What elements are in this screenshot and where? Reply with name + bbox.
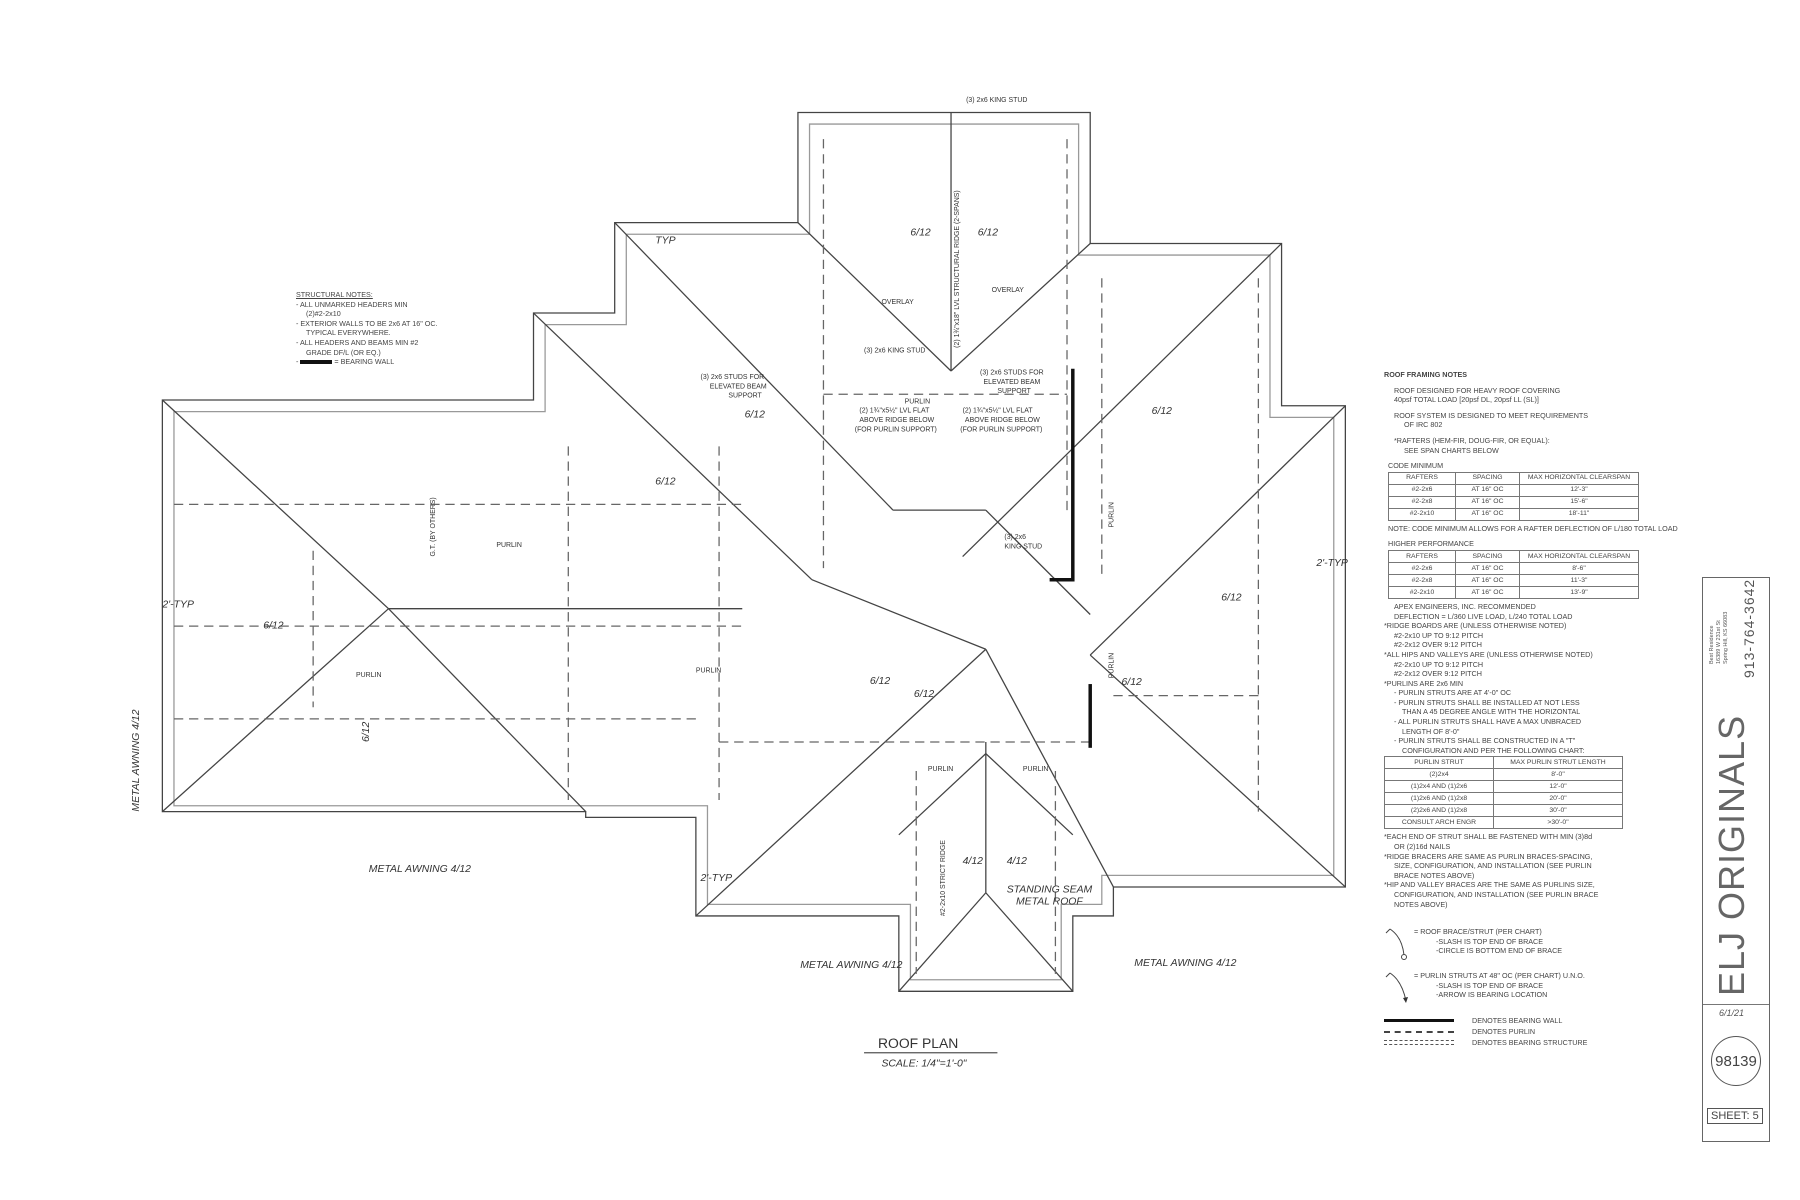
label-overlay-1: OVERLAY	[881, 299, 914, 306]
awning-label: METAL AWNING 4/12	[1134, 958, 1236, 969]
note-line: - ALL HEADERS AND BEAMS MIN #2	[296, 337, 419, 347]
label-overlay-2: OVERLAY	[992, 287, 1025, 294]
label-king-stud-top: (3) 2x6 KING STUD	[966, 97, 1027, 104]
roof-framing-notes-title: ROOF FRAMING NOTES	[1384, 370, 1468, 379]
roof-outline	[161, 111, 1346, 992]
note-line: - ALL UNMARKED HEADERS MIN	[296, 299, 408, 309]
label-king-stud-mid: (3) 2x6 KING STUD	[864, 347, 925, 354]
label-purlin-right-2: PURLIN	[1108, 653, 1115, 678]
label-purlin-mid: PURLIN	[696, 667, 721, 674]
pitch-label: 6/12	[655, 477, 675, 488]
pitch-label: 6/12	[914, 689, 934, 700]
legend-purlin-strut: = PURLIN STRUTS AT 48" OC (PER CHART) U.…	[1384, 971, 1694, 1005]
drawing-date: 6/1/21	[1719, 1008, 1745, 1018]
hip-lines	[161, 112, 1346, 992]
pitch-label: 6/12	[1221, 593, 1241, 604]
job-number-stamp: 98139	[1711, 1036, 1761, 1086]
label-purlin-bottom-right: PURLIN	[1023, 766, 1048, 773]
pitch-label: 6/12	[870, 676, 890, 687]
label-purlin-bottom-left: PURLIN	[928, 766, 953, 773]
pitch-label: 6/12	[978, 227, 998, 238]
label-purlin-hip: PURLIN	[356, 672, 381, 679]
roof-brace-icon	[1385, 928, 1407, 961]
label-purlin-top: PURLIN	[905, 398, 930, 405]
typ-label: TYP	[655, 235, 675, 246]
pitch-label: 6/12	[361, 722, 372, 742]
pitch-label: 4/12	[1007, 856, 1027, 867]
higher-performance-title: HIGHER PERFORMANCE	[1388, 539, 1474, 549]
firm-phone: 913-764-3642	[1741, 578, 1757, 678]
sheet-number: SHEET: 5	[1707, 1108, 1763, 1124]
label-structural-ridge: (2) 1¾"x18" LVL STRUCTURAL RIDGE (2-SPAN…	[954, 190, 961, 348]
structural-notes: STRUCTURAL NOTES: - ALL UNMARKED HEADERS…	[296, 290, 438, 367]
roof-framing-notes: ROOF FRAMING NOTES ROOF DESIGNED FOR HEA…	[1384, 370, 1694, 1048]
note-line: GRADE DF/L (OR EQ.)	[306, 347, 381, 357]
code-note: NOTE: CODE MINIMUM ALLOWS FOR A RAFTER D…	[1388, 523, 1678, 533]
label-strict-ridge: #2-2x10 STRICT RIDGE	[940, 840, 947, 916]
drawing-title: ROOF PLAN	[878, 1035, 958, 1051]
firm-logo: ELJ ORIGINALS	[1711, 714, 1752, 996]
note-line: (2)#2-2x10	[306, 309, 341, 319]
awning-label: METAL AWNING 4/12	[131, 709, 142, 811]
drawing-scale: SCALE: 1/4"=1'-0"	[881, 1059, 967, 1070]
label-purlin-left: PURLIN	[496, 542, 521, 549]
pitch-label: 6/12	[1122, 677, 1142, 688]
pitch-label: 6/12	[1152, 406, 1172, 417]
legend-purlin: DENOTES PURLIN	[1384, 1026, 1694, 1037]
code-minimum-title: CODE MINIMUM	[1388, 461, 1444, 471]
note-line: TYPICAL EVERYWHERE.	[306, 328, 391, 338]
bearing-structure-lines	[173, 139, 1260, 974]
note-line: - EXTERIOR WALLS TO BE 2x6 AT 16" OC.	[296, 318, 438, 328]
pitch-label: 4/12	[963, 856, 983, 867]
legend-roof-brace: = ROOF BRACE/STRUT (PER CHART)-SLASH IS …	[1384, 927, 1694, 961]
legend-bearing-wall: DENOTES BEARING WALL	[1384, 1015, 1694, 1026]
bearing-wall-note: = BEARING WALL	[334, 357, 395, 367]
purlin-strut-icon	[1385, 972, 1408, 1004]
label-purlin-right: PURLIN	[1108, 502, 1115, 527]
awning-label: METAL AWNING 4/12	[800, 960, 902, 971]
pitch-label: 6/12	[263, 620, 283, 631]
wall-outline	[173, 123, 1335, 981]
awning-label: METAL AWNING 4/12	[369, 864, 471, 875]
label-gt: G.T. (BY OTHERS)	[430, 497, 437, 556]
structural-notes-title: STRUCTURAL NOTES:	[296, 290, 373, 299]
pitch-label: 6/12	[745, 409, 765, 420]
pitch-label: 6/12	[910, 227, 930, 238]
typ-label: 2'-TYP	[161, 600, 194, 611]
bearing-wall-lines	[1049, 368, 1092, 748]
legend-bearing-structure: DENOTES BEARING STRUCTURE	[1384, 1037, 1694, 1048]
typ-label: 2'-TYP	[700, 873, 733, 884]
bearing-wall-swatch	[300, 360, 333, 365]
typ-label: 2'-TYP	[1315, 558, 1348, 569]
